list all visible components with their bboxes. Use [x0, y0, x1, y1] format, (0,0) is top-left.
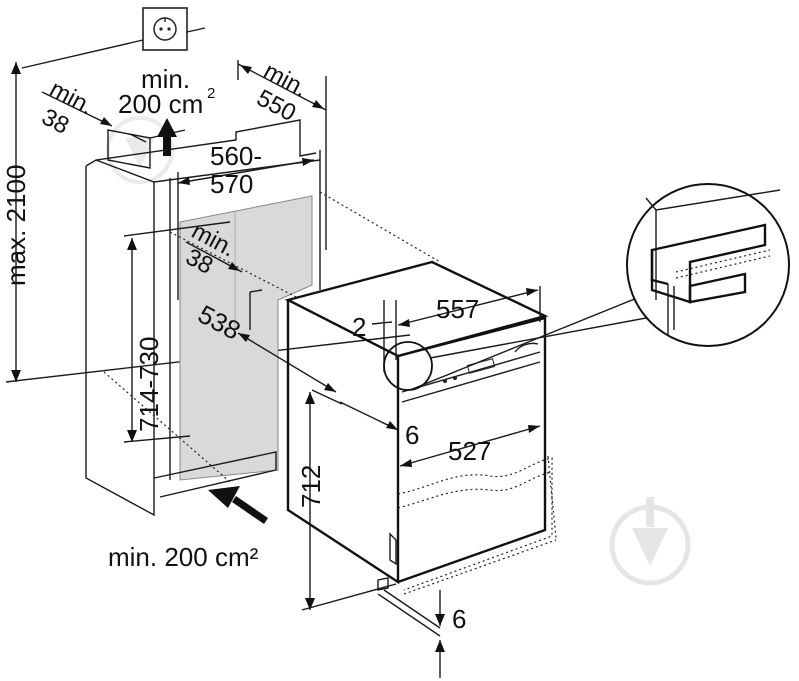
front-527-label: 527 — [448, 436, 491, 466]
front-width-dimension — [399, 425, 541, 467]
download-watermark-icon — [609, 497, 691, 586]
airflow-up-arrow-icon — [157, 118, 177, 156]
airflow-in-arrow-icon — [208, 486, 268, 524]
bottom-gap-dimension — [435, 590, 445, 678]
niche-gap-dimension — [185, 241, 243, 273]
gap-6-bottom-label: 6 — [452, 604, 466, 634]
vent-top-sup-label: 2 — [207, 85, 215, 102]
appliance-height-dimension — [301, 392, 397, 611]
detail-callout — [383, 183, 790, 391]
niche-height-dimension — [123, 221, 231, 443]
gap-2-label: 2 — [352, 312, 366, 342]
max-height-label: max. 2100 — [1, 165, 31, 286]
width-570-label: 570 — [210, 169, 253, 199]
gap-6-mid-label: 6 — [405, 420, 419, 450]
niche-width-dimension — [177, 158, 315, 300]
top-557-label: 557 — [436, 294, 479, 324]
wall-gap-dimension — [41, 91, 147, 143]
front-gap-dimension — [311, 389, 399, 431]
vent-top-min-label: min. — [141, 64, 190, 94]
vent-top-area-label: 200 cm — [118, 89, 203, 119]
width-560-label: 560- — [210, 141, 262, 171]
depth-dimension — [237, 60, 327, 250]
kitchen-niche — [85, 119, 441, 517]
niche-height-label: 714-730 — [134, 337, 164, 432]
appliance — [284, 260, 557, 637]
height-712-label: 712 — [296, 465, 326, 508]
vent-bottom-label: min. 200 cm² — [108, 542, 259, 572]
power-socket-icon — [142, 7, 188, 51]
